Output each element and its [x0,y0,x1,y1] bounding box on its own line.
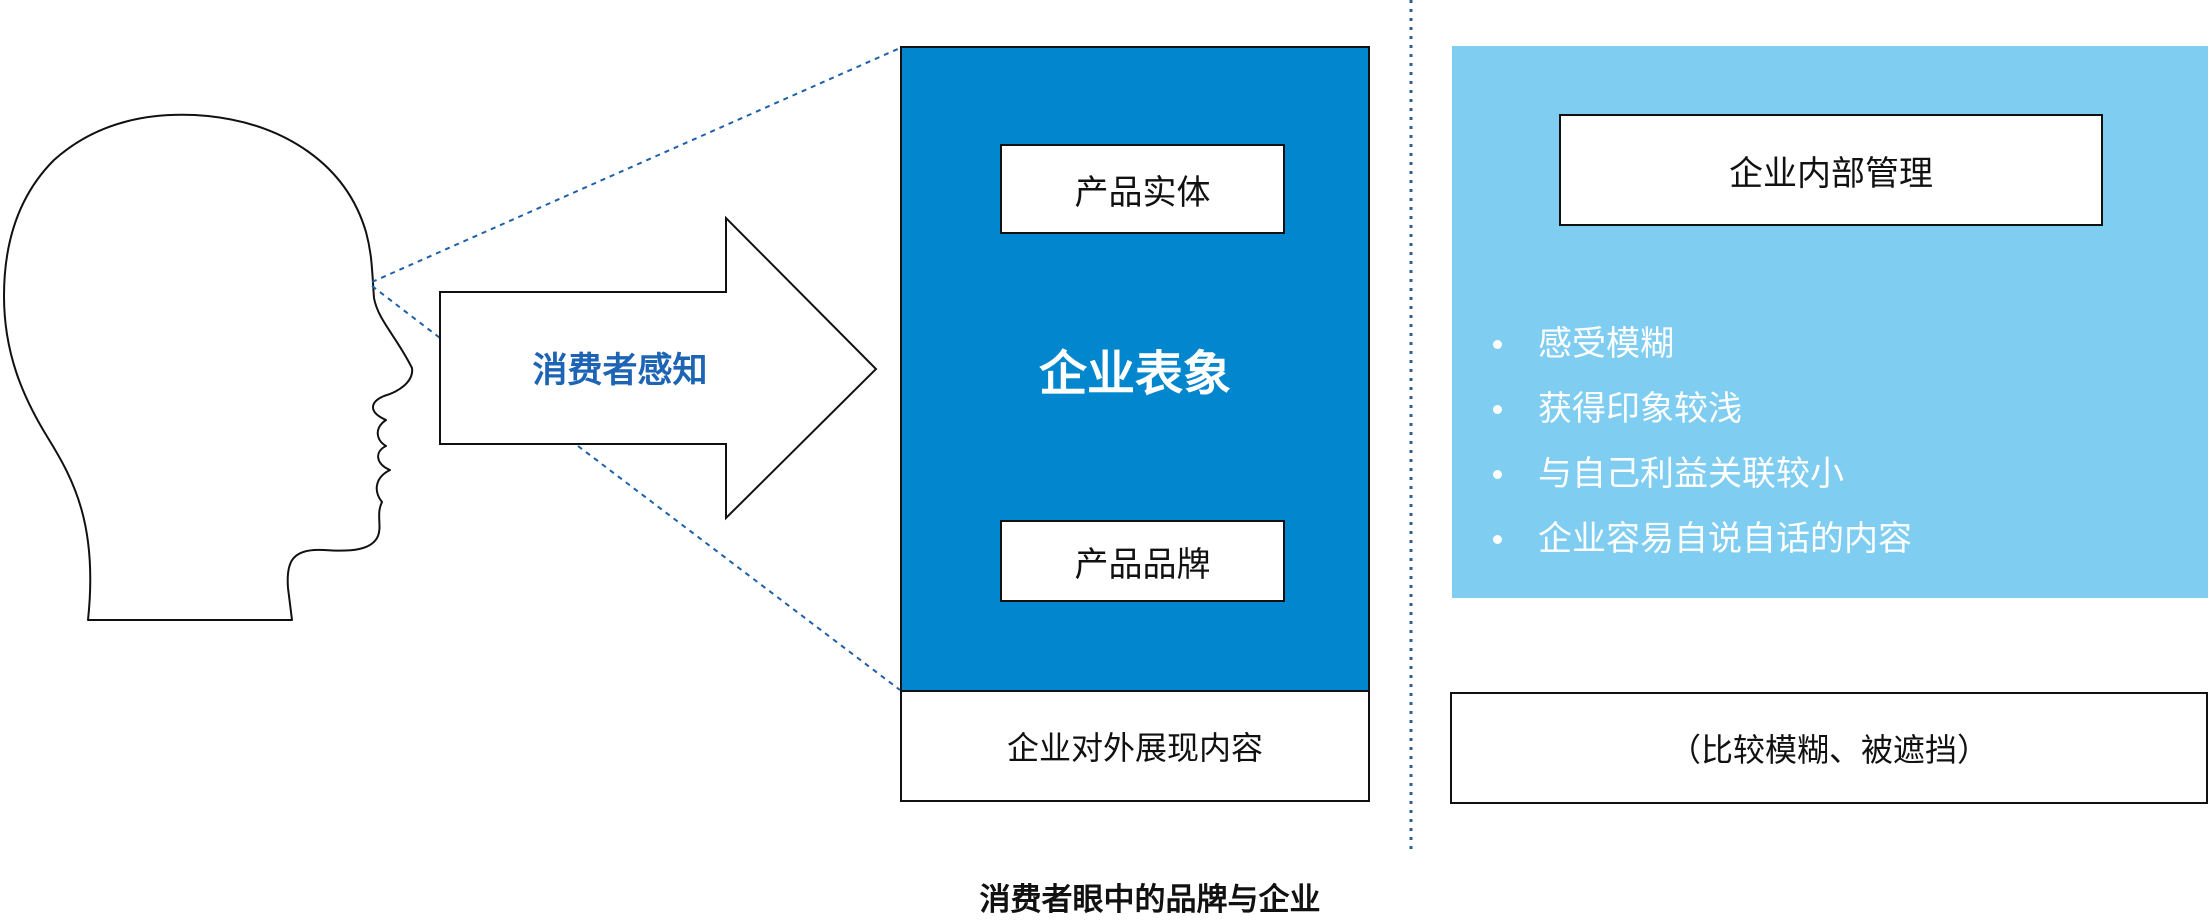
projection-line-top [371,47,901,283]
bullet-item: 感受模糊 [1452,312,2208,377]
internal-management-panel: 企业内部管理 感受模糊 获得印象较浅 与自己利益关联较小 企业容易自说自话的内容 [1452,46,2208,598]
bullet-text: 感受模糊 [1538,324,1674,364]
internal-bullet-list: 感受模糊 获得印象较浅 与自己利益关联较小 企业容易自说自话的内容 [1452,312,2208,572]
bullet-item: 企业容易自说自话的内容 [1452,507,2208,572]
bullet-dot-icon [1493,470,1502,479]
bullet-text: 企业容易自说自话的内容 [1538,519,1912,559]
projection-line-bottom [577,445,901,691]
perception-arrow-shape [439,215,878,521]
bullet-text: 与自己利益关联较小 [1538,454,1844,494]
internal-caption: （比较模糊、被遮挡） [1450,692,2208,804]
bullet-dot-icon [1493,340,1502,349]
internal-management-title: 企业内部管理 [1559,114,2103,226]
enterprise-external-caption: 企业对外展现内容 [900,690,1370,802]
consumer-perception-label: 消费者感知 [532,350,708,391]
enterprise-image-panel: 产品实体 企业表象 产品品牌 [900,46,1370,690]
enterprise-image-title: 企业表象 [1038,346,1231,402]
diagram-footer-caption: 消费者眼中的品牌与企业 [979,881,1321,918]
projection-line-middle [371,285,441,339]
bullet-dot-icon [1493,535,1502,544]
product-entity-box: 产品实体 [1000,144,1285,234]
bullet-item: 与自己利益关联较小 [1452,442,2208,507]
product-brand-box: 产品品牌 [1000,520,1285,602]
head-silhouette-icon [3,113,414,621]
bullet-item: 获得印象较浅 [1452,377,2208,442]
bullet-dot-icon [1493,405,1502,414]
bullet-text: 获得印象较浅 [1538,389,1742,429]
